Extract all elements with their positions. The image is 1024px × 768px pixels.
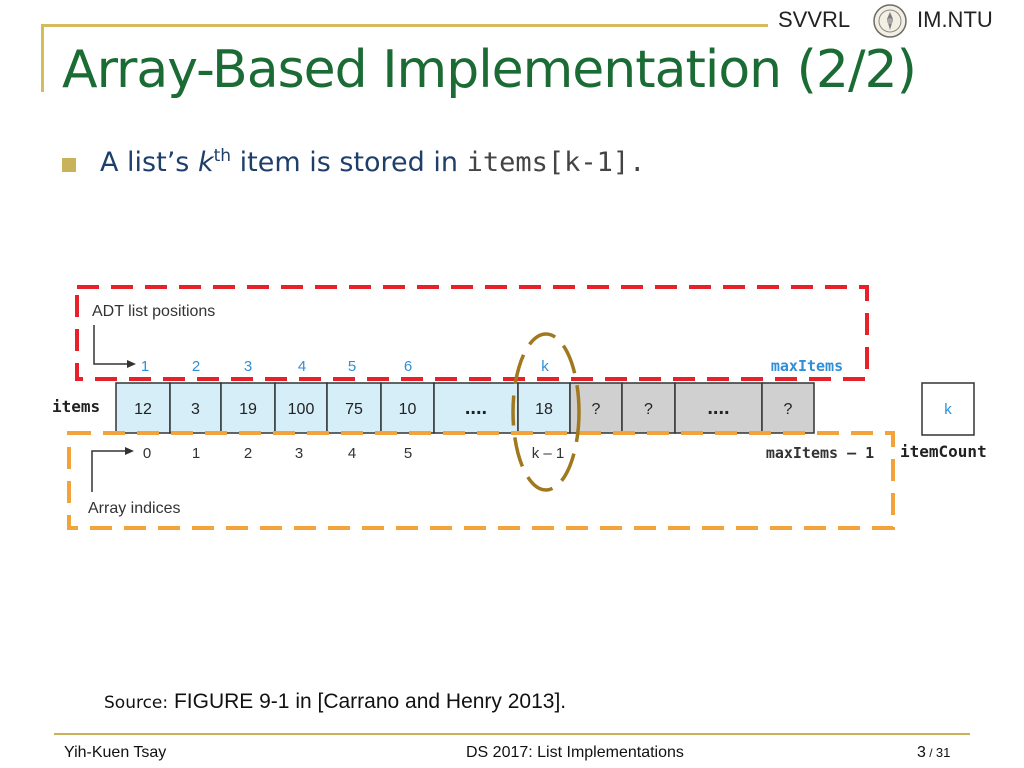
adt-arrow-line (93, 325, 128, 365)
bullet-k: k (197, 147, 214, 178)
bullet-text: A list’s kth item is stored in items[k-1… (100, 146, 645, 178)
array-cell-value: 10 (399, 401, 417, 418)
bullet-code: items[k-1]. (466, 147, 646, 178)
array-cell (674, 382, 763, 434)
index-label: 1 (192, 445, 200, 462)
position-label: 2 (192, 358, 200, 375)
position-label: 1 (141, 358, 149, 375)
bullet-sup: th (213, 146, 232, 166)
brand-svvrl: SVVRL (778, 7, 851, 32)
indices-arrow-line (91, 450, 125, 492)
array-cell-value: 100 (288, 401, 315, 418)
adt-positions-label: ADT list positions (92, 303, 215, 320)
index-label: 3 (295, 445, 303, 462)
source-citation: Source: FIGURE 9-1 in [Carrano and Henry… (104, 690, 566, 714)
bullet-square-icon (62, 158, 76, 172)
array-cell (621, 382, 676, 434)
indices-highlight-box (67, 431, 895, 530)
page-current: 3 (917, 744, 926, 761)
item-count-box (921, 382, 975, 436)
index-label: 0 (143, 445, 151, 462)
array-cell-value: 3 (191, 401, 200, 418)
footer-page-number: 3 / 31 (917, 744, 950, 762)
position-label: 3 (244, 358, 252, 375)
index-label: maxItems – 1 (766, 444, 874, 462)
array-indices-label: Array indices (88, 500, 180, 517)
footer-course: DS 2017: List Implementations (466, 744, 684, 761)
array-cell (274, 382, 328, 434)
positions-highlight-box (75, 285, 869, 381)
kth-element-ellipse (511, 332, 581, 492)
source-label: Source: (104, 693, 169, 713)
item-count-value: k (944, 401, 952, 418)
brand-imntu: IM.NTU (917, 7, 993, 32)
array-cell-value: ? (644, 401, 653, 418)
index-label: 5 (404, 445, 412, 462)
page-total: 31 (935, 745, 951, 760)
index-label: 2 (244, 445, 252, 462)
position-label: k (541, 358, 549, 375)
footer-rule (54, 733, 970, 735)
array-cell-value: ? (592, 401, 601, 418)
array-cell-value: .... (465, 397, 487, 419)
header-rule (44, 24, 768, 27)
array-cell-value: 75 (345, 401, 363, 418)
array-cell-value: 12 (134, 401, 152, 418)
array-cell-value: ? (784, 401, 793, 418)
position-label: 5 (348, 358, 356, 375)
array-cell-value: .... (707, 397, 729, 419)
bullet-mid: item is stored in (231, 147, 467, 178)
array-name-label: items (52, 397, 100, 416)
position-label: maxItems (771, 357, 843, 375)
page-separator: / (925, 746, 936, 760)
university-seal-icon (873, 4, 907, 38)
index-label: k – 1 (532, 445, 565, 462)
slide-title: Array-Based Implementation (2/2) (62, 40, 917, 100)
array-cell-value: 19 (239, 401, 257, 418)
item-count-label: itemCount (900, 442, 987, 461)
adt-arrow-head (127, 360, 136, 368)
footer-author: Yih-Kuen Tsay (64, 744, 167, 761)
array-cell (761, 382, 815, 434)
position-label: 4 (298, 358, 306, 375)
source-text: FIGURE 9-1 in [Carrano and Henry 2013]. (168, 690, 567, 713)
array-cell (517, 382, 571, 434)
array-cell (169, 382, 222, 434)
index-label: 4 (348, 445, 356, 462)
bullet-pre: A list’s (100, 147, 198, 178)
indices-arrow-head (125, 447, 134, 455)
array-cell-value: 18 (535, 401, 553, 418)
position-label: 6 (404, 358, 412, 375)
array-cell (380, 382, 435, 434)
header-side-rule (41, 24, 44, 92)
